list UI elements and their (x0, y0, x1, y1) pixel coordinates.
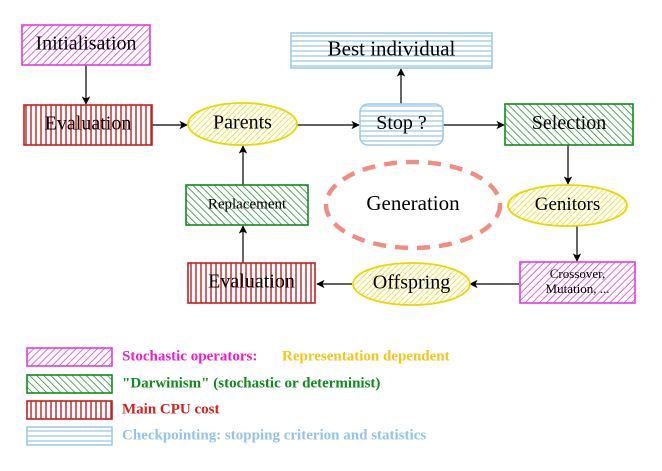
legend-swatch-darwinism (26, 374, 113, 394)
node-label-initialisation: Initialisation (35, 33, 136, 55)
node-label-evaluation-bottom: Evaluation (208, 271, 295, 293)
node-shape-replacement (185, 184, 309, 226)
node-shape-generation (323, 159, 503, 251)
legend-label-checkpointing: Checkpointing: stopping criterion and st… (122, 427, 426, 443)
node-label-evaluation-top: Evaluation (45, 113, 132, 135)
node-shape-offspring (352, 262, 471, 306)
node-shape-stop (359, 103, 444, 146)
legend-extra-stochastic-operators: Representation dependent (282, 348, 450, 364)
node-label-stop: Stop ? (376, 112, 427, 134)
node-genitors[interactable]: Genitors (507, 184, 628, 227)
node-shape-initialisation (21, 24, 151, 66)
node-offspring[interactable]: Offspring (352, 262, 471, 306)
node-shape-parents (187, 102, 298, 146)
legend-item-darwinism: "Darwinism" (stochastic or determinist) (26, 374, 380, 394)
node-label-generation: Generation (366, 191, 460, 215)
node-label-best-individual: Best individual (328, 36, 456, 60)
legend-layer: Stochastic operators: Representation depe… (26, 347, 450, 446)
legend-label-stochastic-operators: Stochastic operators: (122, 348, 257, 364)
node-parents[interactable]: Parents (187, 102, 298, 146)
node-shape-crossover-mutation (519, 261, 636, 304)
edges-layer (81, 65, 582, 289)
legend-label-main-cpu-cost: Main CPU cost (122, 401, 220, 417)
legend-item-stochastic-operators: Stochastic operators: Representation depe… (26, 347, 450, 367)
node-replacement[interactable]: Replacement (185, 184, 309, 226)
node-evaluation-top[interactable]: Evaluation (23, 104, 153, 146)
node-initialisation[interactable]: Initialisation (21, 24, 151, 66)
legend-label-darwinism: "Darwinism" (stochastic or determinist) (122, 375, 380, 391)
node-shape-selection (504, 103, 634, 146)
legend-swatch-checkpointing (26, 426, 113, 446)
legend-item-checkpointing: Checkpointing: stopping criterion and st… (26, 426, 426, 446)
node-selection[interactable]: Selection (504, 103, 634, 146)
node-best-individual[interactable]: Best individual (290, 32, 493, 69)
node-label-parents: Parents (213, 112, 272, 134)
legend-swatch-stochastic-operators (26, 347, 113, 367)
node-crossover-mutation[interactable]: Crossover,Mutation, ... (519, 261, 636, 304)
node-label-crossover-mutation: Crossover,Mutation, ... (546, 266, 610, 296)
node-label-genitors: Genitors (535, 194, 600, 215)
node-shape-best-individual (290, 32, 493, 69)
node-generation[interactable]: Generation (323, 159, 503, 251)
legend-swatch-main-cpu-cost (26, 400, 113, 420)
node-label-selection: Selection (532, 112, 606, 134)
node-label-offspring: Offspring (373, 272, 450, 294)
node-label-replacement: Replacement (208, 196, 287, 212)
node-shape-evaluation-bottom (187, 262, 316, 304)
node-shape-genitors (507, 184, 628, 227)
node-evaluation-bottom[interactable]: Evaluation (187, 262, 316, 304)
legend-item-main-cpu-cost: Main CPU cost (26, 400, 220, 420)
node-stop[interactable]: Stop ? (359, 103, 444, 146)
node-shape-evaluation-top (23, 104, 153, 146)
